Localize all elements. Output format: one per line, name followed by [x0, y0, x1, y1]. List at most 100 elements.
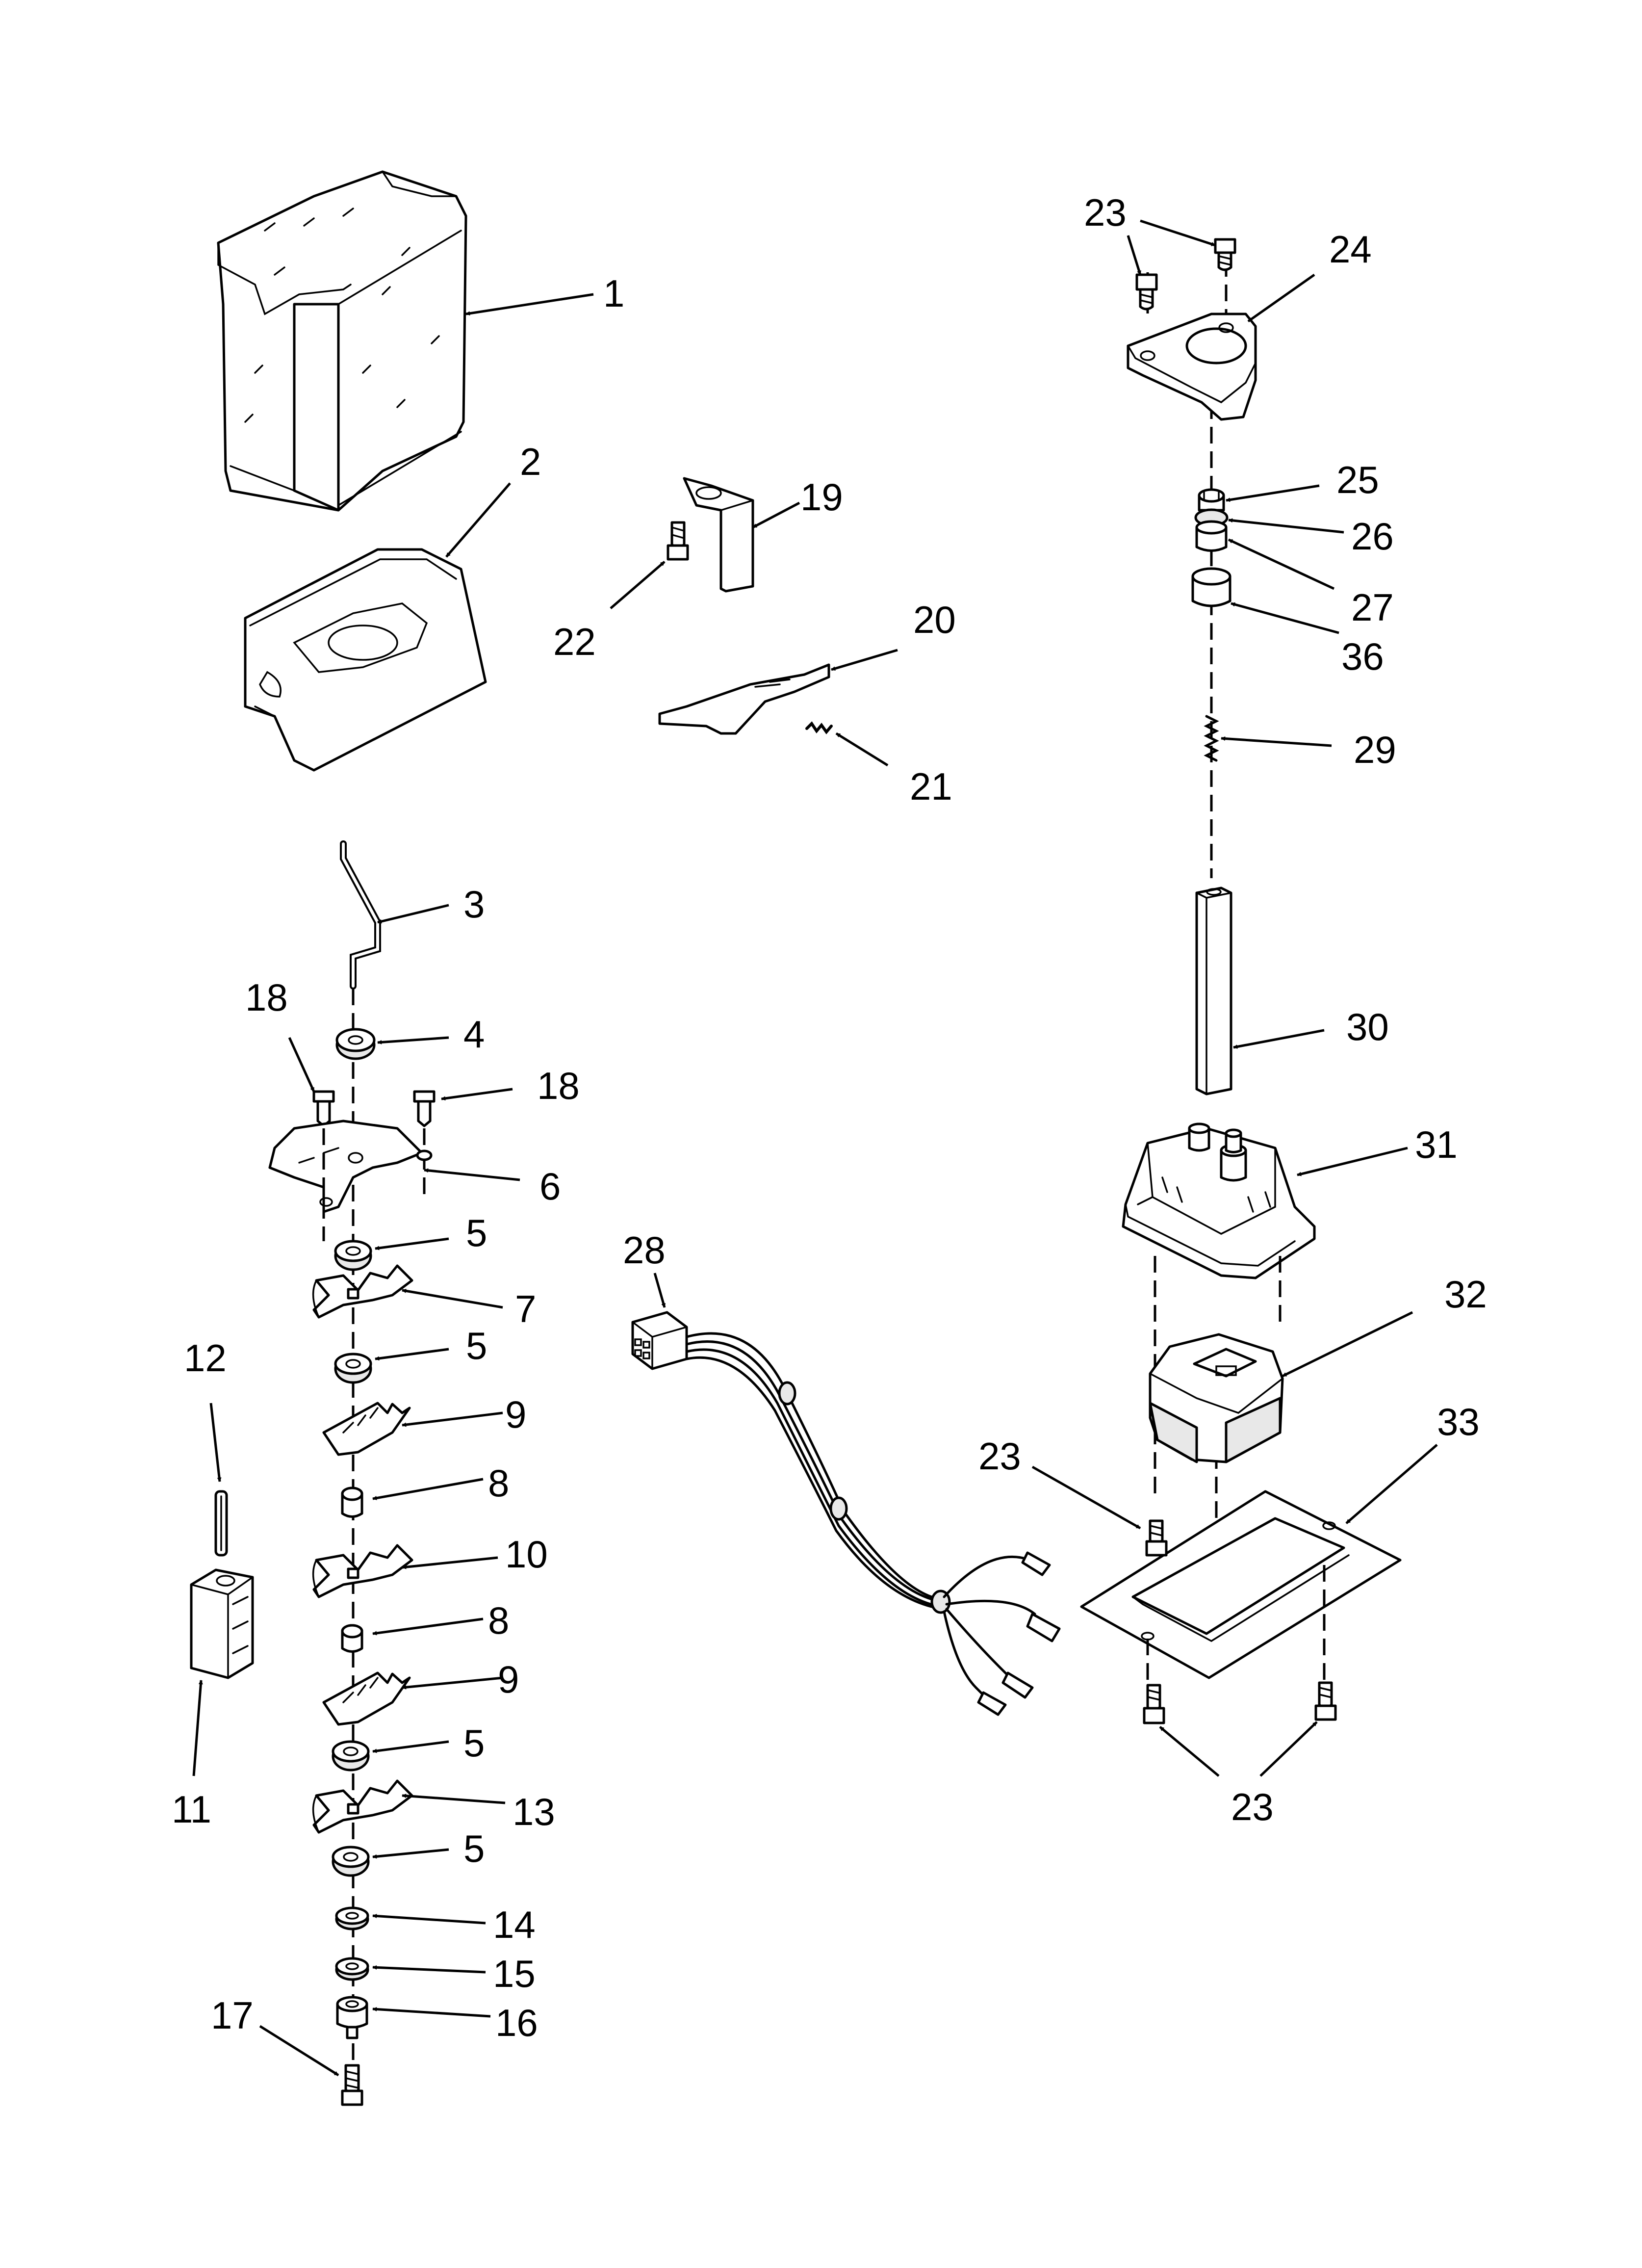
screw-part-18a: [312, 1090, 335, 1127]
leader-5c: 5: [372, 1721, 485, 1765]
leader-8b: 8: [372, 1599, 509, 1642]
callout-12: 12: [184, 1336, 227, 1380]
ice-bin-part-1: [217, 170, 467, 512]
leader-5d: 5: [372, 1827, 485, 1870]
callout-18a: 18: [245, 976, 288, 1019]
washer-part-5a: [334, 1240, 372, 1271]
callout-21: 21: [910, 765, 952, 808]
leader-19: 19: [752, 475, 843, 529]
leader-29: 29: [1221, 728, 1396, 771]
leader-18a: 18: [245, 976, 315, 1093]
leader-8a: 8: [372, 1461, 509, 1505]
callout-14: 14: [493, 1903, 536, 1946]
spring-part-29: [1204, 715, 1219, 762]
callout-7: 7: [515, 1287, 536, 1330]
block-part-11: [190, 1568, 254, 1679]
callout-8a: 8: [488, 1461, 509, 1505]
washer-part-6b: [416, 1149, 433, 1161]
callout-31: 31: [1415, 1123, 1458, 1166]
callout-8b: 8: [488, 1599, 509, 1642]
cap-part-25: [1198, 488, 1225, 512]
bracket-part-19: [683, 477, 754, 593]
leader-31: 31: [1297, 1123, 1458, 1176]
leader-12: 12: [184, 1336, 227, 1482]
gasket-plate-part-33: [1080, 1490, 1402, 1679]
leader-5a: 5: [375, 1211, 487, 1254]
callout-6: 6: [539, 1165, 561, 1208]
callout-1: 1: [603, 272, 624, 315]
washer-part-5b: [334, 1353, 372, 1384]
leader-9b: 9: [402, 1658, 519, 1701]
leader-9a: 9: [402, 1393, 526, 1436]
callout-9a: 9: [505, 1393, 526, 1436]
blade-part-13: [312, 1779, 413, 1834]
callout-2: 2: [520, 440, 541, 483]
washer-part-4: [335, 1028, 376, 1060]
shaft-part-30: [1195, 886, 1232, 1095]
leader-15: 15: [372, 1952, 536, 1995]
callout-32: 32: [1444, 1273, 1487, 1316]
bearing-part-16: [336, 1996, 368, 2039]
gearbox-part-31: [1122, 1122, 1316, 1279]
leader-24: 24: [1247, 228, 1372, 323]
screw-part-17: [341, 2064, 363, 2106]
leader-16: 16: [372, 2001, 538, 2044]
leader-22: 22: [553, 561, 666, 663]
leader-20: 20: [831, 598, 956, 671]
callout-4: 4: [463, 1013, 485, 1056]
washer-part-15: [335, 1957, 369, 1981]
callout-3: 3: [463, 883, 485, 926]
wire-harness-part-28: [631, 1311, 1061, 1716]
callout-5d: 5: [463, 1827, 485, 1870]
auger-housing-part-2: [244, 548, 487, 772]
leader-32: 32: [1282, 1273, 1487, 1378]
leader-26: 26: [1228, 515, 1394, 558]
washer-part-5d: [332, 1846, 370, 1877]
cutter-part-9a: [322, 1402, 411, 1456]
bracket-part-6: [268, 1120, 423, 1213]
callout-18b: 18: [537, 1064, 580, 1107]
screw-part-22: [667, 521, 689, 561]
leader-11: 11: [172, 1680, 211, 1831]
callout-27: 27: [1351, 586, 1394, 629]
leader-10: 10: [402, 1533, 548, 1576]
leader-3: 3: [377, 883, 485, 926]
callout-20: 20: [913, 598, 956, 641]
pin-part-12: [214, 1490, 228, 1557]
leader-2: 2: [445, 440, 541, 558]
leader-1: 1: [465, 272, 624, 316]
callout-30: 30: [1346, 1005, 1389, 1048]
leader-23b: 23: [978, 1434, 1141, 1530]
bushing-part-36: [1191, 567, 1232, 607]
leader-14: 14: [372, 1903, 536, 1946]
callout-24: 24: [1329, 228, 1372, 271]
callout-10: 10: [505, 1533, 548, 1576]
screw-part-23d: [1143, 1684, 1165, 1724]
motor-part-32: [1149, 1333, 1284, 1463]
spring-part-21: [805, 721, 833, 734]
leader-7: 7: [402, 1287, 536, 1330]
seal-part-27: [1195, 520, 1228, 552]
callout-5b: 5: [466, 1324, 487, 1367]
leader-27: 27: [1228, 538, 1394, 629]
spacer-part-8a: [341, 1486, 363, 1518]
screw-part-23b: [1214, 238, 1236, 271]
washer-part-5c: [332, 1740, 370, 1772]
washer-part-14: [335, 1906, 369, 1930]
callout-9b: 9: [498, 1658, 519, 1701]
screw-part-18b: [413, 1090, 436, 1127]
callout-19: 19: [800, 475, 843, 519]
callout-15: 15: [493, 1952, 536, 1995]
leader-21: 21: [835, 732, 952, 808]
screw-part-23e: [1314, 1681, 1337, 1721]
callout-33: 33: [1437, 1400, 1480, 1443]
leader-6: 6: [424, 1165, 561, 1208]
bearing-plate-part-24: [1127, 313, 1257, 421]
leader-30: 30: [1233, 1005, 1389, 1049]
leader-13: 13: [402, 1790, 555, 1833]
leader-33: 33: [1345, 1400, 1480, 1524]
callout-25: 25: [1336, 458, 1379, 501]
leader-4: 4: [377, 1013, 485, 1056]
callout-11: 11: [172, 1788, 211, 1831]
